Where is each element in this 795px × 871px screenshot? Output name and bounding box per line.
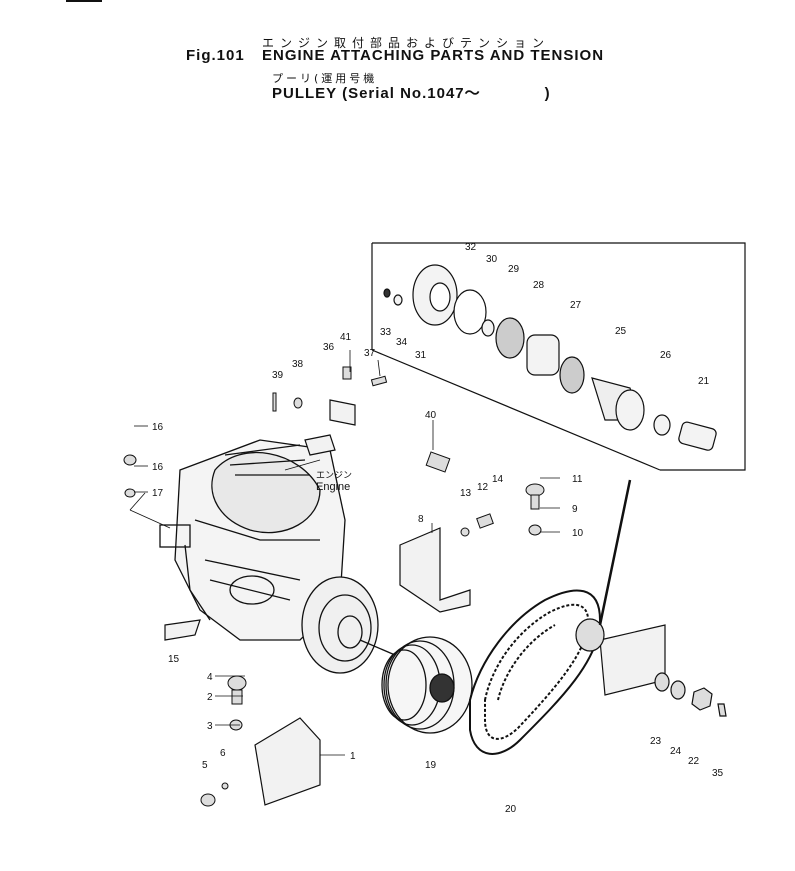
figure-number: Fig.101 <box>186 47 245 64</box>
callout-32: 32 <box>465 242 477 253</box>
callout-19: 19 <box>425 760 437 771</box>
callout-5: 5 <box>202 760 208 771</box>
callout-22: 22 <box>688 756 700 767</box>
tension-pulley-inset-parts <box>383 264 717 451</box>
callout-37: 37 <box>364 348 376 359</box>
title-en-line1: ENGINE ATTACHING PARTS AND TENSION <box>262 47 605 64</box>
engine-label-en: Engine <box>316 481 350 493</box>
callout-21: 21 <box>698 376 710 387</box>
callout-6: 6 <box>220 748 226 759</box>
callout-40: 40 <box>425 410 437 421</box>
callout-13: 13 <box>460 488 472 499</box>
callout-41: 41 <box>340 332 352 343</box>
callout-3: 3 <box>207 721 213 732</box>
small-fittings <box>123 366 545 807</box>
callout-8: 8 <box>418 514 424 525</box>
v-belt-pulley-19 <box>381 636 473 734</box>
misc-brackets <box>164 399 471 806</box>
callout-1: 1 <box>350 751 356 762</box>
callout-11: 11 <box>572 474 583 485</box>
callout-4: 4 <box>207 672 213 683</box>
callout-2: 2 <box>207 692 213 703</box>
callout-39: 39 <box>272 370 284 381</box>
figure-title-block: エンジン取付部品およびテンション Fig.101 ENGINE ATTACHIN… <box>0 0 795 110</box>
callout-24: 24 <box>670 746 682 757</box>
callout-23: 23 <box>650 736 662 747</box>
callout-30: 30 <box>486 254 498 265</box>
leader-lines <box>129 350 560 756</box>
callout-16a: 16 <box>152 422 164 433</box>
callout-15: 15 <box>168 654 180 665</box>
callout-14: 14 <box>492 474 504 485</box>
engine-pulley <box>301 576 396 674</box>
callout-10: 10 <box>572 528 584 539</box>
title-jp-line1: エンジン取付部品およびテンション <box>262 36 551 50</box>
title-en-line2: PULLEY (Serial No.1047～ ) <box>272 85 551 102</box>
callout-34: 34 <box>396 337 408 348</box>
callout-20: 20 <box>505 804 517 815</box>
callout-33: 33 <box>380 327 392 338</box>
inset-box-outline <box>372 242 746 471</box>
callout-29: 29 <box>508 264 520 275</box>
callout-16b: 16 <box>152 462 164 473</box>
callout-17: 17 <box>152 488 164 499</box>
callout-28: 28 <box>533 280 545 291</box>
callout-27: 27 <box>570 300 582 311</box>
callout-26: 26 <box>660 350 672 361</box>
top-rule <box>66 0 102 2</box>
callout-31: 31 <box>415 350 427 361</box>
inset-box-diagonal <box>371 349 661 471</box>
engine-label-jp: エンジン <box>316 470 352 480</box>
callout-25: 25 <box>615 326 627 337</box>
title-jp-line2: プーリ(運用号機 <box>272 72 378 85</box>
callout-38: 38 <box>292 359 304 370</box>
callout-35: 35 <box>712 768 724 779</box>
callout-36: 36 <box>323 342 335 353</box>
timing-belt-20 <box>469 589 602 755</box>
tension-bracket <box>575 479 666 696</box>
tension-hardware <box>654 672 727 717</box>
callout-12: 12 <box>477 482 489 493</box>
callout-numbers: 1 2 3 4 5 6 8 9 10 11 12 13 14 15 16 16 … <box>152 242 724 815</box>
callout-9: 9 <box>572 504 578 515</box>
